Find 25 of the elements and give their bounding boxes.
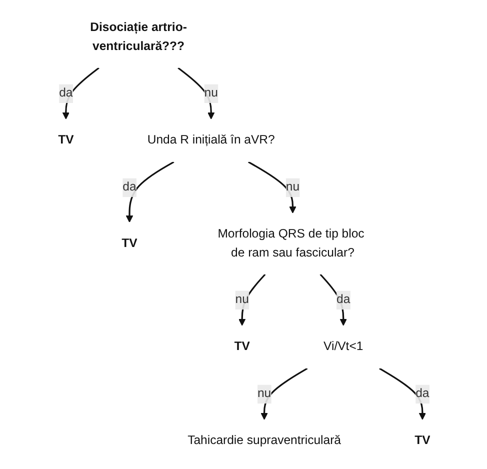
arrow xyxy=(248,161,296,214)
edge-label: da xyxy=(59,86,73,100)
arrow xyxy=(178,67,215,120)
node-text: Vi/Vt<1 xyxy=(324,339,364,354)
arrow xyxy=(320,274,347,326)
edge-label: nu xyxy=(257,386,272,400)
node-text: TV xyxy=(122,236,138,250)
node-text: TV xyxy=(58,132,74,147)
edge-label: da xyxy=(416,386,430,400)
edge-label: nu xyxy=(235,292,249,306)
arrow xyxy=(62,67,100,120)
node-text: TV xyxy=(414,433,430,448)
arrow xyxy=(126,161,174,223)
edge-label: da xyxy=(336,292,350,306)
edge-label: nu xyxy=(204,86,218,100)
node-text: Tahicardie supraventriculară xyxy=(188,433,341,448)
node-text: Unda R inițială în aVR? xyxy=(147,132,275,147)
node-text: Morfologia QRS de tip bloc de ram sau fascicular? xyxy=(218,226,364,260)
node-text: Disociație artrio-ventriculară??? xyxy=(90,20,187,53)
node-text: TV xyxy=(234,339,250,354)
arrow xyxy=(379,368,426,420)
edge-label: da xyxy=(122,180,136,194)
arrow xyxy=(238,274,266,326)
edge-label: nu xyxy=(286,180,300,194)
arrow xyxy=(260,368,308,420)
